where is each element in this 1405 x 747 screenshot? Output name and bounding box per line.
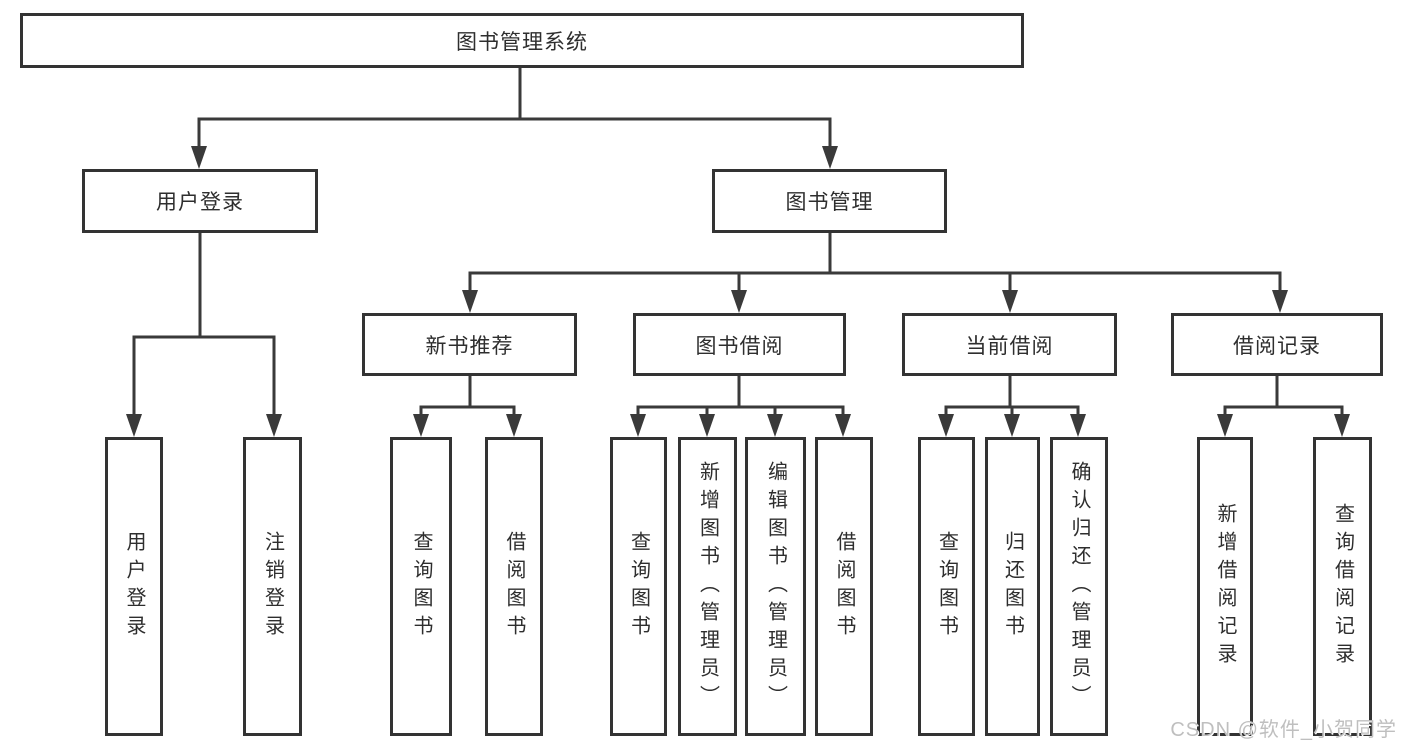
node-label: 借阅记录 xyxy=(1233,334,1321,358)
leaf-borrow-books-recommend: 借阅图书 xyxy=(485,437,543,736)
leaf-add-books-admin: 新增图书（管理员） xyxy=(678,437,737,736)
node-borrow-records: 借阅记录 xyxy=(1171,313,1383,376)
node-new-book-recommend: 新书推荐 xyxy=(362,313,577,376)
leaf-query-books-borrowing: 查询图书 xyxy=(610,437,667,736)
leaf-label: 确认归还（管理员） xyxy=(1068,460,1090,713)
leaf-label: 查询图书 xyxy=(627,530,650,643)
leaf-label: 新增图书（管理员） xyxy=(696,460,719,713)
leaf-label: 注销登录 xyxy=(261,530,284,643)
node-label: 当前借阅 xyxy=(965,334,1054,358)
node-label: 图书管理 xyxy=(785,191,874,214)
node-book-management: 图书管理 xyxy=(712,169,947,233)
leaf-label: 编辑图书（管理员） xyxy=(764,460,787,713)
leaf-label: 查询借阅记录 xyxy=(1331,502,1354,671)
leaf-confirm-return-admin: 确认归还（管理员） xyxy=(1050,437,1108,736)
node-book-borrowing: 图书借阅 xyxy=(633,313,846,376)
leaf-label: 查询图书 xyxy=(935,530,958,643)
leaf-add-borrow-record: 新增借阅记录 xyxy=(1197,437,1253,736)
leaf-label: 借阅图书 xyxy=(503,530,525,643)
leaf-query-borrow-record: 查询借阅记录 xyxy=(1313,437,1372,736)
leaf-logout: 注销登录 xyxy=(243,437,302,736)
leaf-label: 借阅图书 xyxy=(833,530,855,643)
csdn-watermark: CSDN @软件_小贺同学 xyxy=(1170,719,1397,741)
node-user-login: 用户登录 xyxy=(82,169,318,233)
node-library-management-system: 图书管理系统 xyxy=(20,13,1024,68)
leaf-label: 归还图书 xyxy=(1001,530,1024,643)
leaf-query-books-recommend: 查询图书 xyxy=(390,437,452,736)
node-label: 图书管理系统 xyxy=(456,30,588,54)
leaf-return-books: 归还图书 xyxy=(985,437,1040,736)
leaf-label: 用户登录 xyxy=(123,530,145,643)
leaf-borrow-books: 借阅图书 xyxy=(815,437,873,736)
leaf-user-login: 用户登录 xyxy=(105,437,163,736)
leaf-query-books-current: 查询图书 xyxy=(918,437,975,736)
arrowheads xyxy=(126,146,1350,437)
node-label: 图书借阅 xyxy=(695,334,784,358)
node-label: 用户登录 xyxy=(156,191,244,214)
leaf-edit-books-admin: 编辑图书（管理员） xyxy=(745,437,806,736)
leaf-label: 新增借阅记录 xyxy=(1214,502,1236,671)
node-label: 新书推荐 xyxy=(425,334,514,358)
leaf-label: 查询图书 xyxy=(410,530,432,643)
node-current-borrowing: 当前借阅 xyxy=(902,313,1117,376)
